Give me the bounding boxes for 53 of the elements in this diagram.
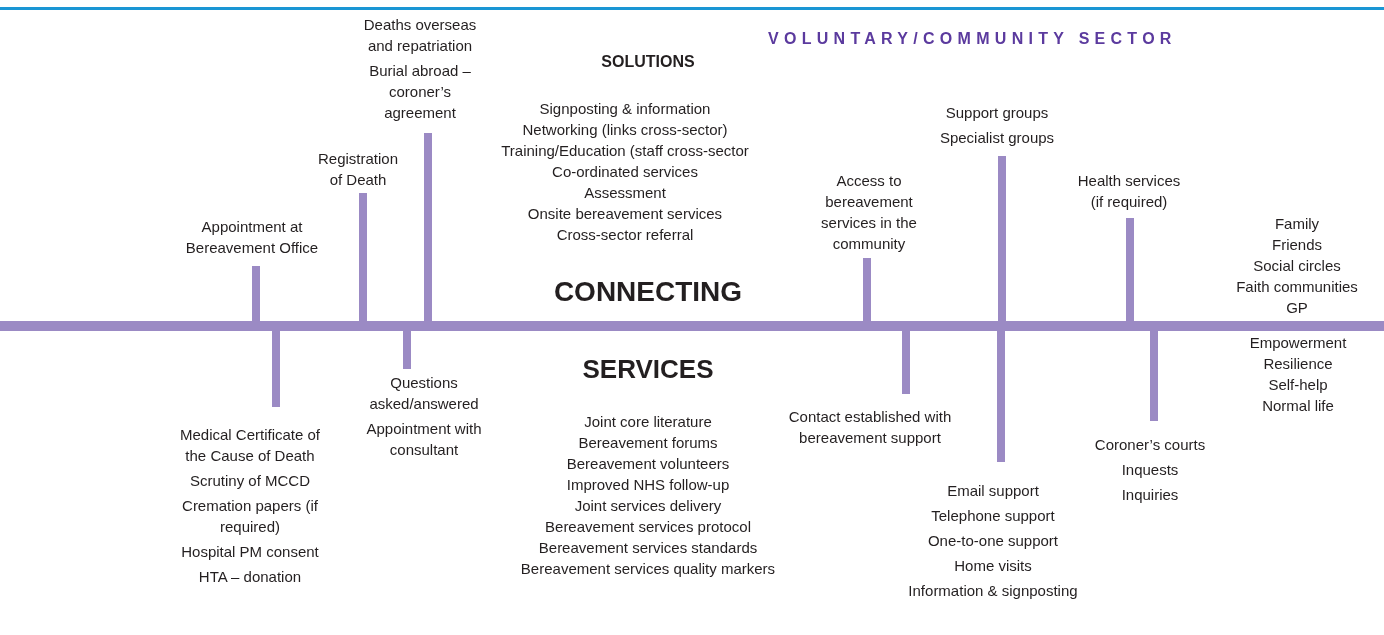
list-item: Social circles [1253, 256, 1341, 276]
list-item: Friends [1272, 235, 1322, 255]
milestone-text: Questions asked/answered [368, 373, 480, 414]
milestone-text: Email support [947, 481, 1039, 501]
list-item: Bereavement services quality markers [520, 559, 776, 579]
list-item: Bereavement services protocol [545, 517, 751, 537]
list-item: Assessment [584, 183, 666, 203]
milestone-text: Burial abroad – coroner’s agreement [368, 61, 472, 123]
milestone-text: Registration of Death [316, 149, 399, 190]
sector-heading: VOLUNTARY/COMMUNITY SECTOR [768, 29, 1177, 49]
milestone-text: Appointment with consultant [365, 419, 483, 460]
milestone-text: Hospital PM consent [181, 542, 319, 562]
milestone-text: Health services (if required) [1076, 171, 1182, 212]
list-item: Signposting & information [539, 99, 711, 119]
milestone-text: Medical Certificate of the Cause of Death [178, 425, 322, 466]
milestone-text: Specialist groups [939, 128, 1055, 148]
list-item: Onsite bereavement services [527, 204, 723, 224]
section-heading: SOLUTIONS [601, 52, 695, 72]
milestone-text: Inquiries [1121, 485, 1179, 505]
milestone-text: Support groups [945, 103, 1049, 123]
milestone-text: Home visits [954, 556, 1032, 576]
list-item: Joint core literature [584, 412, 712, 432]
milestone-text: Access to bereavement services in the community [820, 171, 918, 254]
list-item: Family [1274, 214, 1320, 234]
list-item: Normal life [1262, 396, 1334, 416]
milestone-text: Deaths overseas and repatriation [362, 15, 478, 56]
timeline-bar [0, 321, 1384, 331]
milestone-text: Scrutiny of MCCD [190, 471, 310, 491]
band-heading: CONNECTING [553, 275, 743, 309]
list-item: Co-ordinated services [552, 162, 698, 182]
list-item: Cross-sector referral [556, 225, 694, 245]
list-item: Training/Education (staff cross-sector [501, 141, 749, 161]
list-item: Improved NHS follow-up [566, 475, 730, 495]
milestone-text: Information & signposting [908, 581, 1078, 601]
list-item: GP [1286, 298, 1308, 318]
list-item: Joint services delivery [574, 496, 722, 516]
list-item: Self-help [1268, 375, 1328, 395]
milestone-text: One-to-one support [927, 531, 1059, 551]
list-item: Bereavement services standards [538, 538, 758, 558]
milestone-text: HTA – donation [198, 567, 302, 587]
milestone-text: Coroner’s courts [1094, 435, 1206, 455]
milestone-text: Cremation papers (if required) [181, 496, 319, 537]
list-item: Faith communities [1236, 277, 1358, 297]
milestone-text: Inquests [1121, 460, 1179, 480]
milestone-text: Telephone support [931, 506, 1055, 526]
list-item: Resilience [1263, 354, 1333, 374]
milestone-text: Contact established with bereavement support [787, 407, 953, 448]
milestone-text: Appointment at Bereavement Office [184, 217, 320, 258]
list-item: Bereavement forums [578, 433, 718, 453]
list-item: Networking (links cross-sector) [522, 120, 728, 140]
list-item: Empowerment [1249, 333, 1347, 353]
band-heading: SERVICES [582, 353, 714, 386]
list-item: Bereavement volunteers [566, 454, 730, 474]
